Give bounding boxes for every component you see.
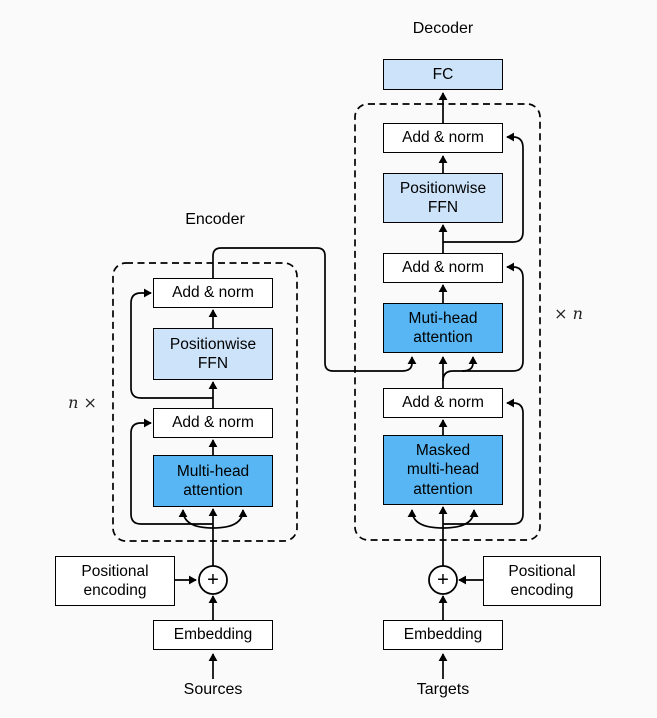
- encoder-to-decoder-connection: [212, 247, 417, 372]
- encoder-embedding-box: Embedding: [153, 620, 273, 650]
- encoder-add-norm-top-box: Add & norm: [153, 278, 273, 308]
- decoder-positional-encoding-box: Positional encoding: [483, 556, 601, 606]
- decoder-positionwise-ffn-box: Positionwise FFN: [383, 173, 503, 223]
- masked-attention-label-line1: Masked: [415, 441, 471, 459]
- masked-attention-label-line2: multi-head: [406, 461, 480, 479]
- decoder-repeat-label: × n: [554, 304, 583, 323]
- encoder-add-norm-bottom-box: Add & norm: [153, 408, 273, 438]
- encoder-attention-right-branch: [212, 509, 248, 529]
- decoder-add-norm-middle-box: Add & norm: [383, 253, 503, 283]
- embedding-label: Embedding: [173, 626, 253, 644]
- add-norm-label: Add & norm: [172, 414, 254, 432]
- add-norm-label: Add & norm: [402, 394, 484, 412]
- ffn-label-line1: Positionwise: [399, 179, 487, 197]
- encoder-multi-head-attention-box: Multi-head attention: [153, 455, 273, 507]
- decoder-plus-symbol: +: [437, 568, 449, 591]
- embedding-label: Embedding: [403, 626, 483, 644]
- decoder-residual-crossattn: [442, 262, 524, 382]
- encoder-plus-circle: [198, 565, 228, 595]
- decoder-embedding-box: Embedding: [383, 620, 503, 650]
- encoder-repeat-label: n ×: [68, 393, 97, 412]
- positional-encoding-label-line2: encoding: [83, 582, 147, 599]
- decoder-attention-right-branch: [442, 509, 479, 529]
- attention-label-line1: Multi-head: [176, 462, 250, 480]
- positional-encoding-label-line1: Positional: [81, 562, 149, 580]
- add-norm-label: Add & norm: [402, 259, 484, 277]
- decoder-residual-maskedattn: [443, 398, 524, 525]
- ffn-label-line1: Positionwise: [169, 335, 257, 353]
- encoder-positional-encoding-box: Positional encoding: [55, 556, 175, 606]
- positional-encoding-label-line2: encoding: [510, 582, 574, 599]
- add-norm-label: Add & norm: [402, 129, 484, 147]
- encoder-attention-left-branch: [178, 509, 214, 529]
- encoder-dashed-border: [112, 262, 298, 542]
- encoder-residual-attention: [130, 418, 213, 525]
- masked-multi-head-attention-box: Masked multi-head attention: [383, 435, 503, 505]
- positional-encoding-label-line1: Positional: [508, 562, 576, 580]
- decoder-title: Decoder: [412, 20, 474, 37]
- decoder-add-norm-top-box: Add & norm: [383, 123, 503, 153]
- ffn-label-line2: FFN: [197, 355, 229, 372]
- decoder-attention-left-branch: [407, 509, 444, 529]
- encoder-residual-ffn: [130, 288, 213, 399]
- decoder-muti-head-attention-box: Muti-head attention: [383, 303, 503, 353]
- decoder-crossattn-right-branch: [461, 356, 478, 372]
- ffn-label-line2: FFN: [427, 199, 459, 216]
- encoder-title: Encoder: [185, 211, 245, 228]
- masked-attention-label-line3: attention: [413, 480, 473, 498]
- decoder-add-norm-bottom-box: Add & norm: [383, 388, 503, 418]
- attention-label-line1: Muti-head: [408, 309, 478, 327]
- decoder-plus-circle: [428, 565, 458, 595]
- sources-label: Sources: [183, 681, 243, 698]
- attention-label-line2: attention: [183, 482, 243, 499]
- attention-label-line2: attention: [413, 329, 473, 346]
- encoder-plus-symbol: +: [207, 568, 219, 591]
- fc-label: FC: [432, 65, 454, 83]
- decoder-residual-ffn: [443, 132, 524, 243]
- add-norm-label: Add & norm: [172, 284, 254, 302]
- targets-label: Targets: [416, 681, 470, 698]
- decoder-dashed-border: [354, 103, 541, 541]
- fc-box: FC: [383, 59, 503, 90]
- encoder-positionwise-ffn-box: Positionwise FFN: [153, 328, 273, 380]
